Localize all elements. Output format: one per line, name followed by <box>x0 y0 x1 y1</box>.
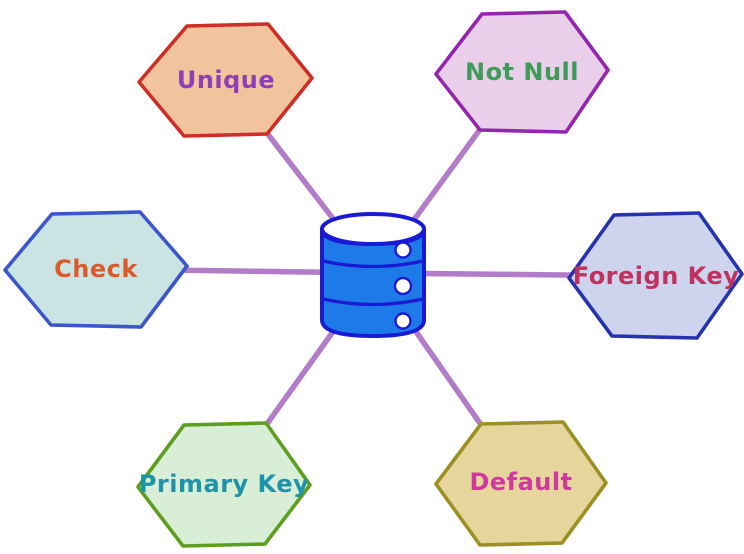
database-dot-2 <box>393 276 413 296</box>
primary-key-label: Primary Key <box>139 470 309 498</box>
foreign-key-label: Foreign Key <box>573 262 739 290</box>
foreign-key-hexagon <box>567 211 744 340</box>
primary-key-hexagon <box>136 421 312 548</box>
database-dot-3 <box>394 312 412 330</box>
not-null-hexagon <box>434 10 610 134</box>
database-separator-1 <box>321 259 425 269</box>
check-hexagon <box>3 210 189 329</box>
not-null-label: Not Null <box>465 58 579 86</box>
database-cylinder-icon <box>320 212 426 338</box>
check-label: Check <box>54 255 138 283</box>
node-primary-key: Primary Key <box>136 421 312 548</box>
database-separator-2 <box>321 297 425 307</box>
node-not-null: Not Null <box>434 10 610 134</box>
database-top-ellipse <box>320 212 426 246</box>
node-foreign-key: Foreign Key <box>567 211 744 340</box>
unique-label: Unique <box>177 66 275 94</box>
node-unique: Unique <box>137 22 314 138</box>
default-label: Default <box>469 468 572 496</box>
default-hexagon <box>434 420 608 547</box>
database-dot-1 <box>394 241 412 259</box>
node-default: Default <box>434 420 608 547</box>
unique-hexagon <box>137 22 314 138</box>
node-check: Check <box>3 210 189 329</box>
